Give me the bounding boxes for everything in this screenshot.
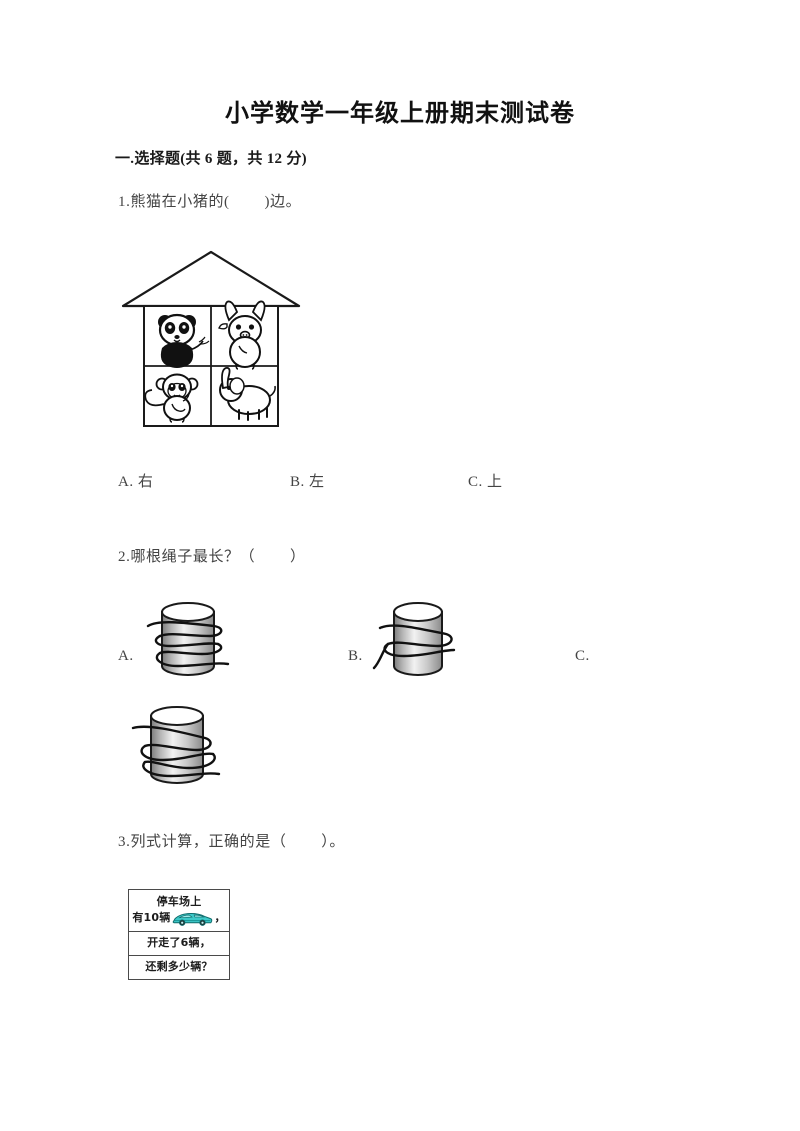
- question-1-option-c[interactable]: C. 上: [468, 474, 503, 490]
- cylinder-b-svg: [372, 602, 456, 676]
- section-header: 一.选择题(共 6 题，共 12 分): [115, 151, 307, 167]
- word-problem-line-2: 有10辆 ，: [131, 910, 227, 927]
- panda-icon: [158, 313, 210, 368]
- house-svg: [121, 250, 301, 427]
- car-icon: [171, 910, 213, 927]
- monkey-icon: [144, 373, 199, 423]
- cylinder-rope-figure-b: [370, 592, 466, 688]
- word-problem-row-3: 还剩多少辆？: [145, 959, 213, 973]
- question-1-option-b[interactable]: B. 左: [290, 474, 325, 490]
- cylinder-c-svg: [131, 706, 221, 784]
- pig-icon: [218, 300, 266, 370]
- question-1-option-a[interactable]: A. 右: [118, 474, 154, 490]
- cylinder-a-svg: [146, 602, 230, 676]
- word-problem-line-2-prefix: 有10辆: [132, 910, 171, 924]
- word-problem-line-2-suffix: ，: [214, 910, 226, 924]
- word-problem-row-1: 停车场上 有10辆 ，: [129, 890, 229, 932]
- question-2-option-c[interactable]: C.: [575, 648, 590, 664]
- car-svg: [173, 912, 213, 926]
- page-title: 小学数学一年级上册期末测试卷: [225, 101, 575, 127]
- question-2-stem: 2.哪根绳子最长？（ ）: [118, 549, 306, 565]
- house-roof: [121, 250, 301, 308]
- question-1-stem: 1.熊猫在小猪的( )边。: [118, 194, 302, 210]
- house-with-animals-figure: [120, 248, 302, 430]
- word-problem-box: 停车场上 有10辆 ， 开走了6辆: [128, 889, 230, 980]
- word-problem-line-1: 停车场上: [156, 895, 202, 908]
- question-2-option-b[interactable]: B.: [348, 648, 363, 664]
- elephant-icon: [219, 366, 276, 421]
- question-3-stem: 3.列式计算，正确的是（ ）。: [118, 834, 345, 850]
- word-problem-row-2: 开走了6辆，: [129, 932, 229, 956]
- cylinder-rope-figure-a: [140, 592, 236, 688]
- cylinder-rope-figure-c: [123, 694, 227, 798]
- question-2-option-a[interactable]: A.: [118, 648, 134, 664]
